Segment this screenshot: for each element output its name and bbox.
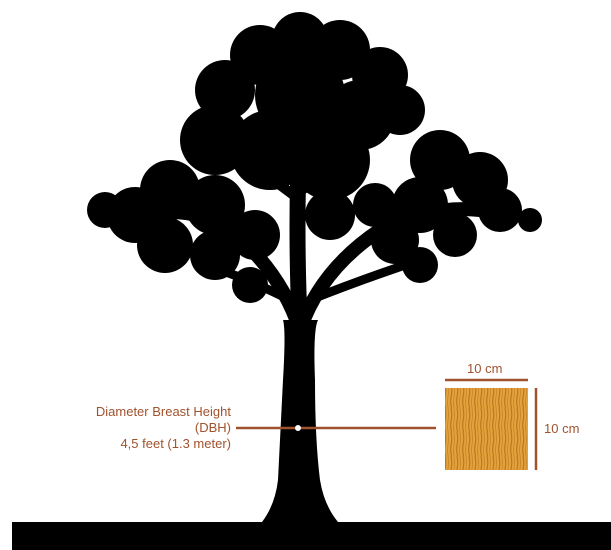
tree-trunk (262, 320, 338, 522)
dbh-point (295, 425, 301, 431)
sample-width-label: 10 cm (467, 361, 502, 377)
dbh-label-line3: 4,5 feet (1.3 meter) (120, 436, 231, 452)
ground-bar (12, 522, 611, 550)
sample-height-label: 10 cm (544, 421, 579, 437)
wood-sample (445, 388, 528, 470)
tree-canopy (87, 12, 542, 303)
dbh-label-line1: Diameter Breast Height (96, 404, 231, 420)
dbh-label-line2: (DBH) (195, 420, 231, 436)
